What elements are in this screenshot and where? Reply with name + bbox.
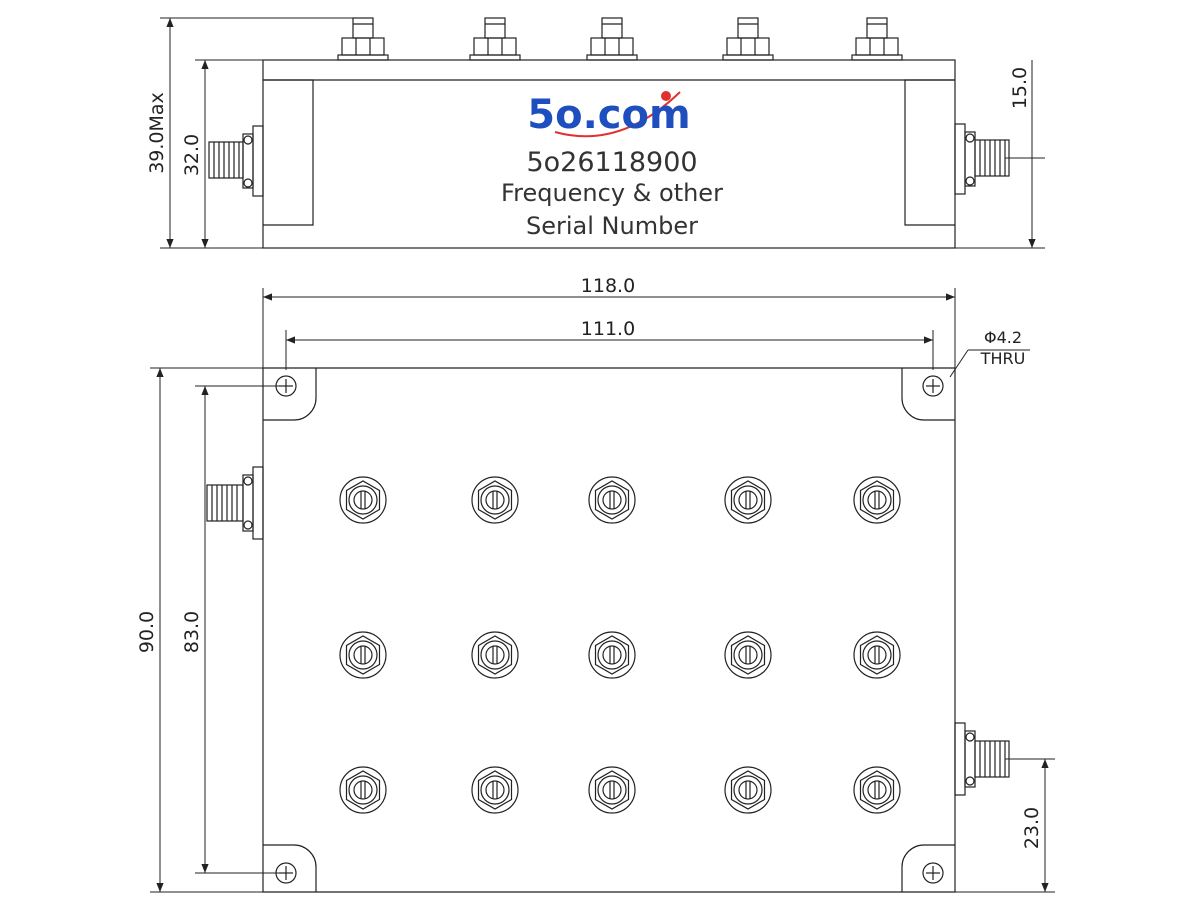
- mount-cutout-tl: [263, 368, 317, 421]
- output-sma-connector: [954, 722, 1010, 796]
- tuning-screw: [588, 766, 636, 814]
- hole-diameter-note: Φ4.2: [984, 328, 1022, 347]
- dim-output-offset: 23.0: [1021, 807, 1043, 849]
- model-number: 5o26118900: [526, 147, 697, 178]
- mount-hole-bl: [275, 862, 297, 884]
- logo-dot: [661, 91, 671, 101]
- top-connectors: [337, 17, 903, 61]
- tuning-screw: [339, 631, 387, 679]
- tuning-screw: [853, 631, 901, 679]
- tuning-connector: [469, 17, 521, 61]
- hole-thru-note: THRU: [980, 349, 1026, 368]
- side-right-sma-connector: [954, 123, 1010, 195]
- top-view: [206, 367, 1010, 893]
- tuning-screws: [339, 476, 901, 814]
- tuning-screw: [853, 476, 901, 524]
- tuning-screw: [588, 476, 636, 524]
- tuning-screw: [724, 766, 772, 814]
- tuning-screw: [339, 476, 387, 524]
- dim-connector-height-left: 32.0: [181, 134, 203, 176]
- mount-hole-tr: [922, 375, 944, 397]
- input-sma-connector: [206, 466, 264, 540]
- mount-hole-br: [922, 862, 944, 884]
- dim-height-max: 39.0Max: [146, 92, 168, 174]
- top-view-outline: [262, 367, 956, 893]
- mount-cutout-bl: [263, 844, 317, 892]
- logo-swoosh: [554, 91, 681, 138]
- tuning-connector: [851, 17, 903, 61]
- tuning-screw: [471, 631, 519, 679]
- tuning-screw: [853, 766, 901, 814]
- tuning-screw: [471, 476, 519, 524]
- side-view-dimensions: [160, 17, 1045, 249]
- tuning-connector: [722, 17, 774, 61]
- dim-hole-spacing-x: 111.0: [581, 318, 635, 340]
- mount-cutout-tr: [901, 368, 955, 421]
- dim-overall-width: 90.0: [136, 611, 158, 653]
- side-left-sma-connector: [208, 125, 264, 197]
- tuning-screw: [471, 766, 519, 814]
- side-view: [208, 17, 1010, 249]
- tuning-connector: [586, 17, 638, 61]
- tuning-screw: [588, 631, 636, 679]
- label-frequency: Frequency & other: [501, 179, 723, 207]
- mount-cutout-br: [901, 844, 955, 892]
- brand-logo: 5o.com: [527, 91, 691, 138]
- label-serial-number: Serial Number: [526, 212, 698, 240]
- tuning-screw: [724, 476, 772, 524]
- tuning-screw: [339, 766, 387, 814]
- dim-connector-height-right: 15.0: [1009, 67, 1031, 109]
- tuning-connector: [337, 17, 389, 61]
- tuning-screw: [724, 631, 772, 679]
- dim-overall-length: 118.0: [581, 275, 635, 297]
- top-view-dimensions: [150, 288, 1055, 893]
- mount-hole-tl: [275, 375, 297, 397]
- dim-hole-spacing-y: 83.0: [181, 611, 203, 653]
